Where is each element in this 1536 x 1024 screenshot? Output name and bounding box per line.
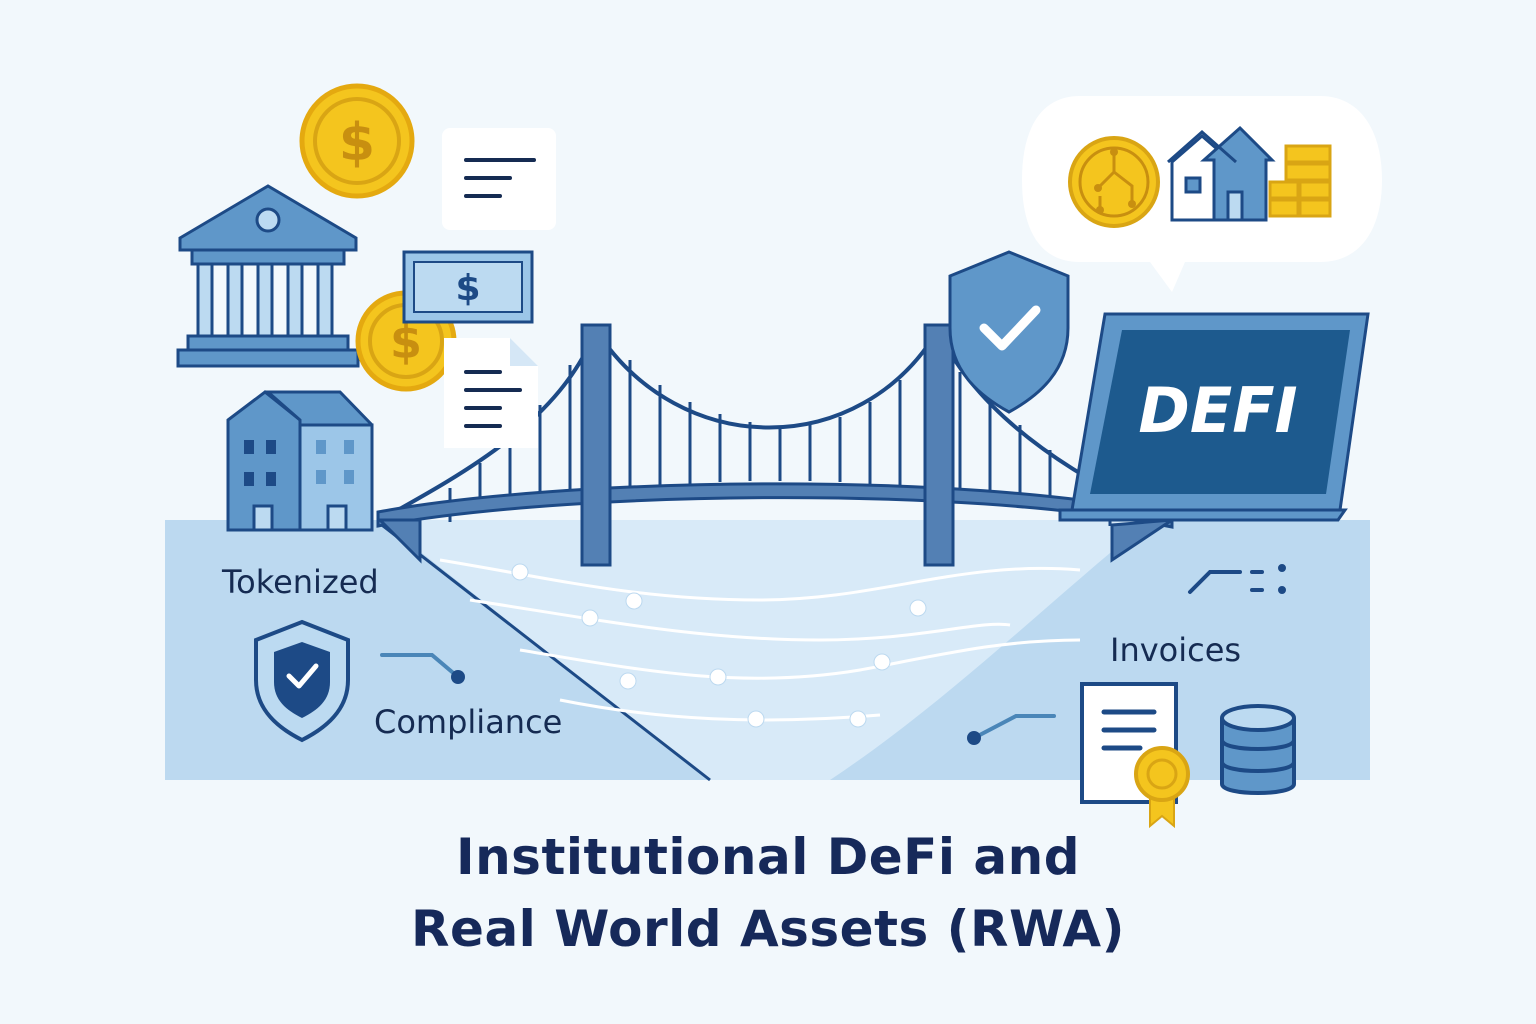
document-card-icon	[442, 128, 556, 230]
connector-line-icon	[380, 653, 465, 684]
invoices-label: Invoices	[1110, 631, 1241, 669]
invoice-certificate-icon	[1080, 682, 1190, 829]
house-icon	[1167, 125, 1276, 222]
bridge-tower-left	[580, 323, 612, 567]
security-shield-icon	[948, 250, 1070, 414]
svg-text:$: $	[339, 113, 375, 173]
circuit-line-icon	[1188, 564, 1286, 594]
svg-text:$: $	[455, 268, 480, 309]
suspension-bridge	[376, 323, 1174, 567]
tokenized-label: Tokenized	[221, 563, 379, 601]
bank-icon	[176, 184, 360, 368]
bridge-tower-right	[923, 323, 955, 567]
laptop-screen-text: DEFI	[1138, 374, 1297, 447]
crypto-token-icon	[1068, 136, 1160, 228]
document-page-icon	[444, 338, 538, 448]
apartment-building-icon	[226, 390, 374, 532]
page-title-line-2: Real World Assets (RWA)	[411, 900, 1125, 958]
svg-text:$: $	[390, 315, 422, 369]
banknote-icon: $	[402, 250, 534, 324]
connector-line-right-icon	[967, 714, 1056, 745]
data-flow-waves	[439, 558, 1081, 722]
database-icon	[1220, 704, 1296, 795]
gold-bars-icon	[1268, 144, 1332, 218]
compliance-shield-icon	[254, 619, 350, 743]
compliance-label: Compliance	[374, 703, 562, 741]
data-flow-dots	[511, 563, 927, 728]
defi-laptop-icon: DEFI	[1058, 312, 1370, 522]
gold-coin-icon: $	[299, 83, 415, 199]
page-title-line-1: Institutional DeFi and	[455, 828, 1080, 886]
